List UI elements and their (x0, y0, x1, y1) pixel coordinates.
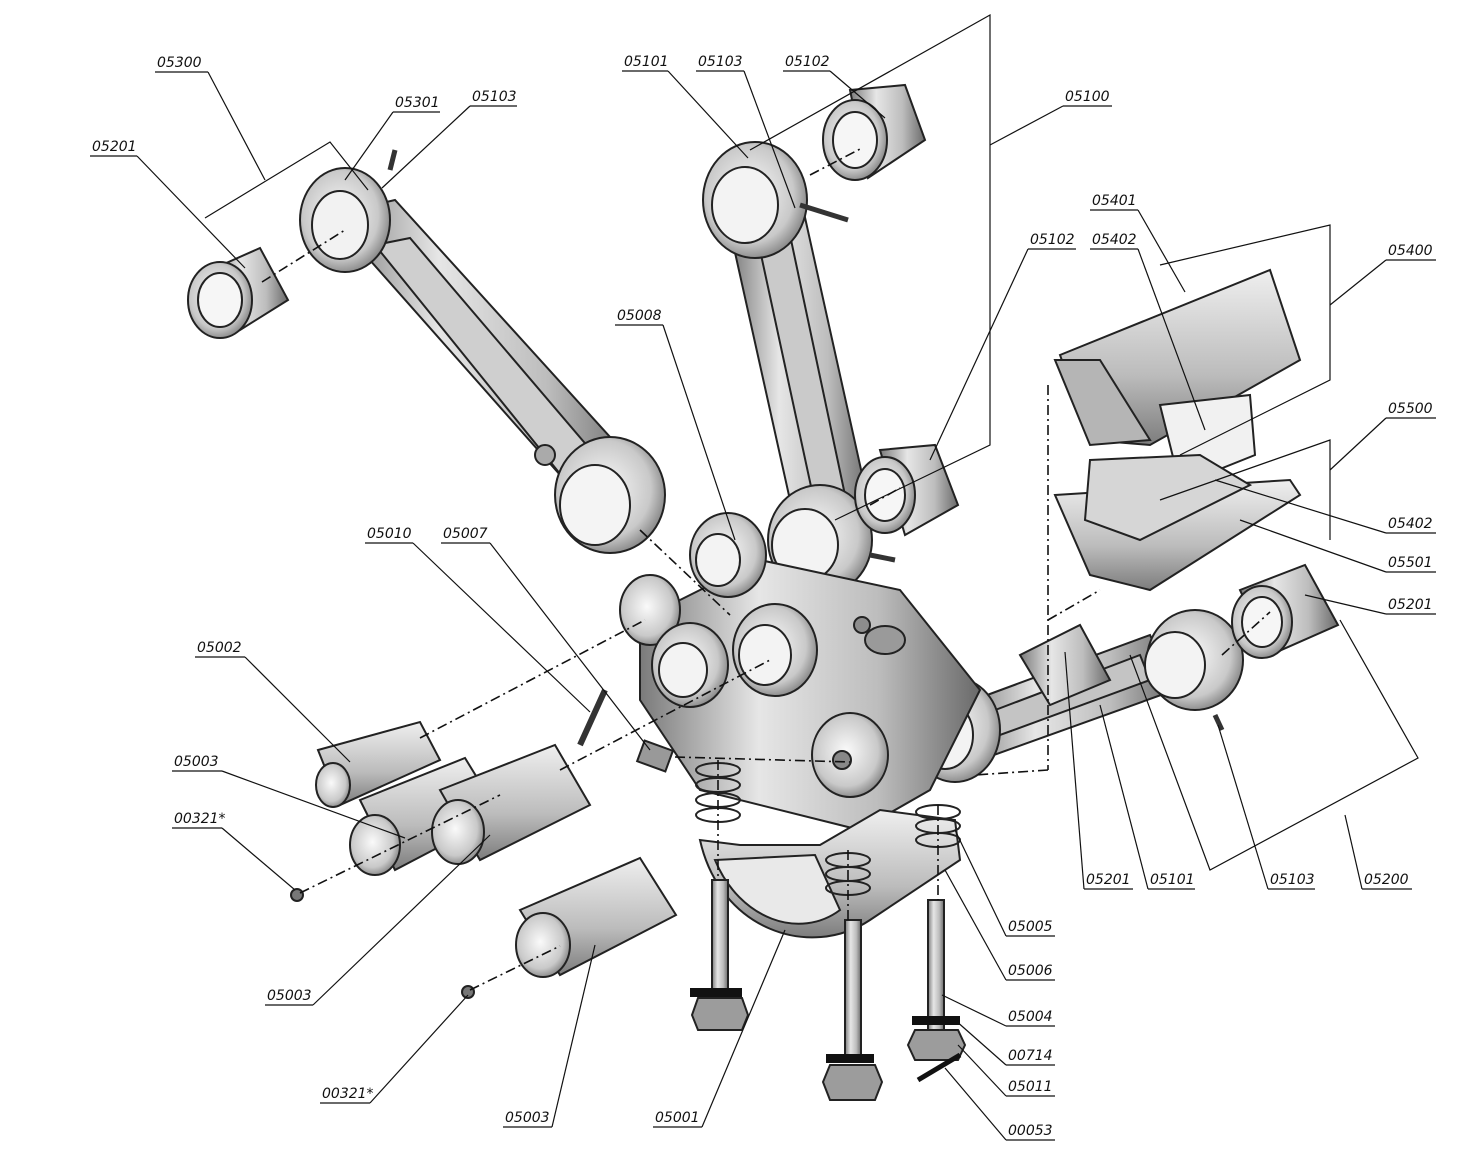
callout-05402-b: 05402 (1214, 479, 1436, 534)
callout-label-05007: 05007 (443, 526, 488, 542)
callout-label-05103-c: 05103 (1270, 872, 1315, 888)
callout-05002: 05002 (195, 640, 351, 763)
callout-label-05103-a: 05103 (472, 89, 517, 105)
callout-00053: 00053 (944, 1067, 1055, 1141)
callout-05100: 05100 (749, 13, 1112, 521)
callout-05300: 05300 (155, 55, 369, 219)
connecting-rod-upper-center (702, 141, 873, 596)
callout-05401: 05401 (1090, 193, 1186, 293)
callout-05004: 05004 (941, 994, 1055, 1027)
callout-00714: 00714 (954, 1019, 1055, 1066)
bearing-shell-lower (1053, 453, 1302, 592)
callout-label-05001: 05001 (655, 1110, 700, 1126)
callout-label-05003-a: 05003 (174, 754, 219, 770)
callout-05003-c: 05003 (503, 944, 596, 1128)
bearing-shell-upper (1053, 268, 1302, 487)
callout-label-00714: 00714 (1008, 1048, 1053, 1064)
callout-05500: 05500 (1159, 401, 1436, 540)
callout-05006: 05006 (944, 869, 1055, 981)
callout-05103-a: 05103 (381, 89, 517, 189)
callout-label-00053: 00053 (1008, 1123, 1053, 1139)
callout-05101-b: 05101 (1099, 704, 1195, 890)
callout-05003-b: 05003 (265, 834, 491, 1006)
callout-05301: 05301 (344, 95, 440, 181)
callout-05201-c: 05201 (1064, 651, 1133, 890)
callout-05400: 05400 (1159, 224, 1436, 456)
callout-label-05401: 05401 (1092, 193, 1137, 209)
connecting-rod-upper-left (299, 167, 666, 554)
callout-05007: 05007 (441, 526, 651, 751)
callout-label-05006: 05006 (1008, 963, 1053, 979)
bushing-upper-left (187, 246, 290, 339)
callout-label-05101-a: 05101 (624, 54, 669, 70)
callout-label-05300: 05300 (157, 55, 202, 71)
callout-05201-a: 05201 (90, 139, 246, 269)
callout-label-05011: 05011 (1008, 1079, 1053, 1095)
callout-label-00321-b: 00321* (322, 1086, 374, 1102)
callout-05501: 05501 (1239, 519, 1436, 573)
callout-05402-a: 05402 (1090, 232, 1206, 431)
callout-label-05201-a: 05201 (92, 139, 137, 155)
callout-label-05004: 05004 (1008, 1009, 1053, 1025)
bushing-right-lower (1018, 623, 1112, 707)
callout-label-05400: 05400 (1388, 243, 1433, 259)
callout-05003-a: 05003 (172, 754, 406, 839)
callout-label-05103-b: 05103 (698, 54, 743, 70)
callout-label-05102-a: 05102 (785, 54, 830, 70)
callout-label-00321-a: 00321* (174, 811, 226, 827)
callout-05102-a: 05102 (783, 54, 886, 119)
callout-label-05100: 05100 (1065, 89, 1110, 105)
bearing-cap (698, 808, 962, 939)
callout-label-05005: 05005 (1008, 919, 1053, 935)
callout-label-05200: 05200 (1364, 872, 1409, 888)
callout-label-05101-b: 05101 (1150, 872, 1195, 888)
callout-05103-c: 05103 (1217, 724, 1315, 890)
callout-05200: 05200 (1129, 619, 1419, 890)
callout-label-05010: 05010 (367, 526, 412, 542)
callout-label-05402-b: 05402 (1388, 516, 1433, 532)
callout-label-05008: 05008 (617, 308, 662, 324)
callout-label-05201-b: 05201 (1388, 597, 1433, 613)
callout-label-05003-b: 05003 (267, 988, 312, 1004)
callout-label-05201-c: 05201 (1086, 872, 1131, 888)
callouts-layer: 05300 05301 05103 05201 05101 (90, 13, 1436, 1141)
callout-label-05301: 05301 (395, 95, 440, 111)
callout-label-05501: 05501 (1388, 555, 1433, 571)
callout-05008: 05008 (615, 308, 736, 541)
pins (290, 149, 1225, 999)
callout-label-05102-b: 05102 (1030, 232, 1075, 248)
callout-label-05500: 05500 (1388, 401, 1433, 417)
callout-00321-a: 00321* (172, 811, 296, 891)
callout-05010: 05010 (365, 526, 591, 713)
callout-05011: 05011 (957, 1044, 1055, 1097)
callout-label-05402-a: 05402 (1092, 232, 1137, 248)
callout-05101-a: 05101 (622, 54, 749, 159)
callout-05001: 05001 (653, 929, 786, 1128)
parts-layer (187, 83, 1340, 1101)
bushing-middle-right (854, 443, 960, 537)
callout-00321-b: 00321* (320, 994, 469, 1104)
callout-05005: 05005 (954, 829, 1055, 937)
callout-05102-b: 05102 (929, 232, 1076, 461)
callout-label-05002: 05002 (197, 640, 242, 656)
callout-label-05003-c: 05003 (505, 1110, 550, 1126)
callout-05201-b: 05201 (1304, 594, 1436, 615)
bushing-right (1231, 563, 1340, 659)
bushing-upper-right (822, 83, 927, 181)
